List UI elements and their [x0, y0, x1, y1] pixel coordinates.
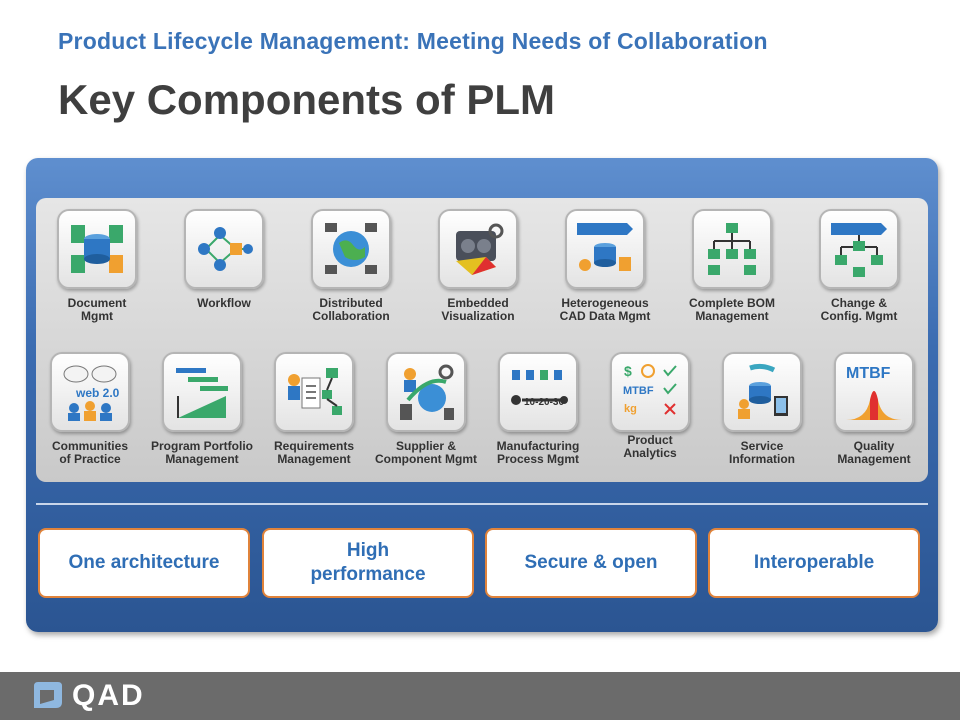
process-timeline-icon: 10-20-30 — [498, 352, 578, 432]
component-quality-management[interactable]: MTBF Quality Management — [814, 352, 934, 466]
section-divider — [36, 503, 928, 505]
gantt-chart-icon — [162, 352, 242, 432]
company-logo: QAD — [30, 678, 145, 714]
component-label: Manufacturing Process Mgmt — [496, 439, 580, 466]
component-label: Change & Config. Mgmt — [820, 296, 898, 323]
component-supplier-component-mgmt[interactable]: Supplier & Component Mgmt — [366, 352, 486, 466]
component-label: Product Analytics — [623, 433, 677, 460]
logo-text: QAD — [72, 679, 145, 712]
globe-collaboration-icon — [311, 209, 391, 289]
page-title: Key Components of PLM — [58, 76, 556, 123]
component-service-information[interactable]: Service Information — [702, 352, 822, 466]
component-label: Communities of Practice — [51, 439, 128, 466]
component-label: Distributed Collaboration — [312, 296, 390, 323]
component-label: Embedded Visualization — [441, 296, 515, 323]
component-product-analytics[interactable]: $ MTBF kg Product Analytics — [590, 352, 710, 460]
component-label: Program Portfolio Management — [150, 439, 253, 466]
component-label: Requirements Management — [273, 439, 355, 466]
svg-text:kg: kg — [624, 403, 637, 415]
component-cad-data-mgmt[interactable]: Heterogeneous CAD Data Mgmt — [545, 209, 665, 323]
feature-interoperable: Interoperable — [708, 528, 920, 598]
component-label: Document Mgmt — [67, 296, 127, 323]
supplier-globe-icon — [386, 352, 466, 432]
qad-logo-icon — [34, 682, 62, 708]
component-label: Heterogeneous CAD Data Mgmt — [559, 296, 651, 323]
workflow-icon — [184, 209, 264, 289]
database-docs-icon — [57, 209, 137, 289]
component-communities-of-practice[interactable]: web 2.0 Communities of Practice — [30, 352, 150, 466]
footer-bar — [0, 672, 960, 720]
mtbf-curve-icon: MTBF — [834, 352, 914, 432]
change-config-icon — [819, 209, 899, 289]
service-info-icon — [722, 352, 802, 432]
feature-high-performance: High performance — [262, 528, 474, 598]
feature-secure-open: Secure & open — [485, 528, 697, 598]
component-bom-management[interactable]: Complete BOM Management — [672, 209, 792, 323]
cad-data-icon — [565, 209, 645, 289]
svg-text:web 2.0: web 2.0 — [75, 386, 120, 400]
component-change-config-mgmt[interactable]: Change & Config. Mgmt — [799, 209, 919, 323]
component-label: Supplier & Component Mgmt — [375, 439, 477, 466]
requirements-icon — [274, 352, 354, 432]
component-manufacturing-process-mgmt[interactable]: 10-20-30 Manufacturing Process Mgmt — [478, 352, 598, 466]
component-embedded-visualization[interactable]: Embedded Visualization — [418, 209, 538, 323]
svg-text:MTBF: MTBF — [846, 365, 891, 382]
component-workflow[interactable]: Workflow — [164, 209, 284, 310]
engine-visualization-icon — [438, 209, 518, 289]
page-subtitle: Product Lifecycle Management: Meeting Ne… — [58, 28, 768, 54]
component-label: Service Information — [729, 439, 795, 466]
analytics-grid-icon: $ MTBF kg — [610, 352, 690, 432]
component-label: Workflow — [197, 296, 251, 310]
component-requirements-management[interactable]: Requirements Management — [254, 352, 374, 466]
component-document-mgmt[interactable]: Document Mgmt — [37, 209, 157, 323]
component-program-portfolio-management[interactable]: Program Portfolio Management — [142, 352, 262, 466]
bom-tree-icon — [692, 209, 772, 289]
svg-text:10-20-30: 10-20-30 — [524, 397, 564, 408]
component-label: Complete BOM Management — [688, 296, 775, 323]
component-distributed-collaboration[interactable]: Distributed Collaboration — [291, 209, 411, 323]
svg-text:$: $ — [624, 363, 632, 379]
feature-one-architecture: One architecture — [38, 528, 250, 598]
component-label: Quality Management — [837, 439, 911, 466]
web2-community-icon: web 2.0 — [50, 352, 130, 432]
svg-text:MTBF: MTBF — [623, 385, 654, 397]
